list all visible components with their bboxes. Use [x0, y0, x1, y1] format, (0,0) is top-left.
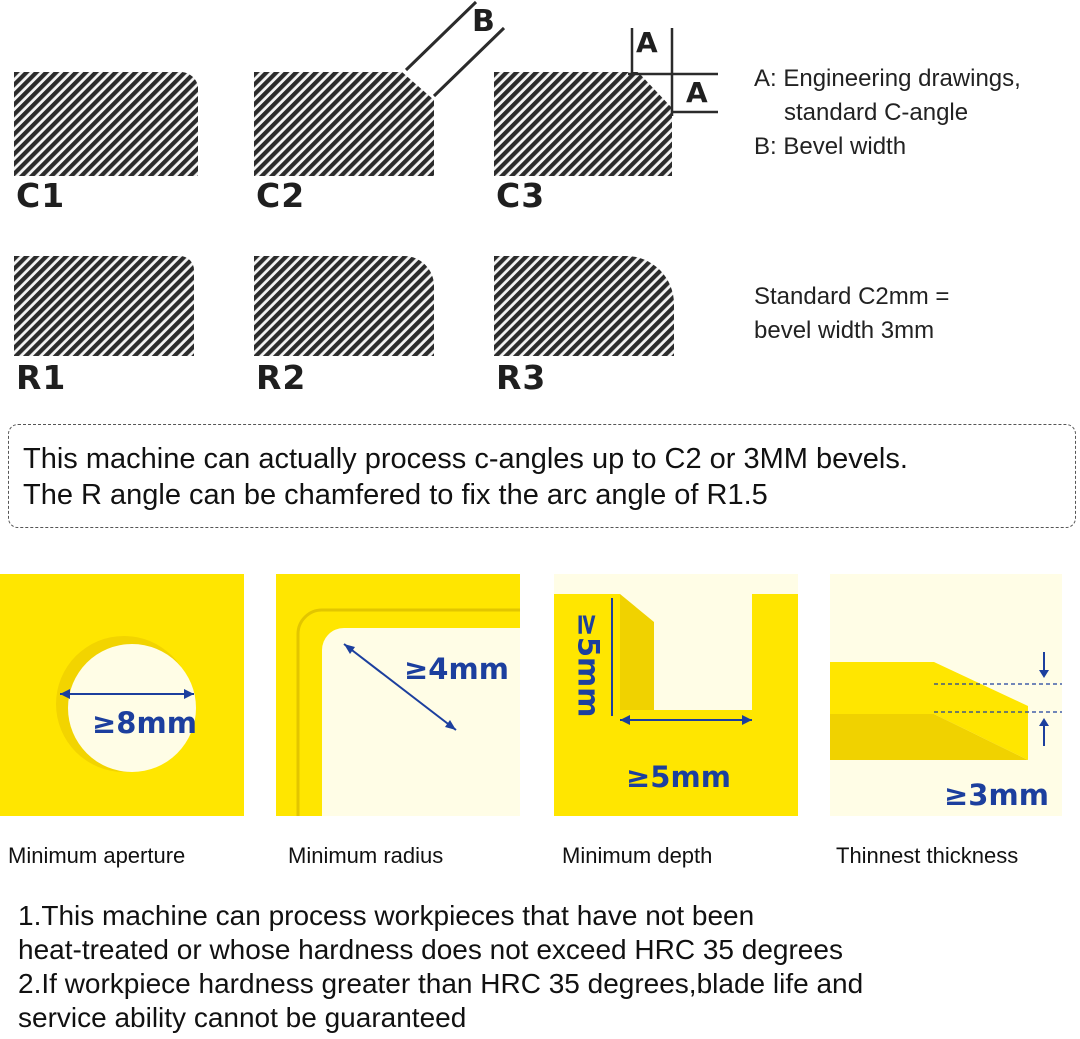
- caption-minimum-radius: Minimum radius: [288, 843, 444, 868]
- thickness-value: ≥3mm: [944, 778, 1049, 812]
- depth-diagram: [554, 574, 798, 816]
- c3-label: C3: [496, 176, 546, 215]
- legend-a-line1: A: Engineering drawings,: [754, 65, 1021, 92]
- caption-minimum-aperture: Minimum aperture: [8, 843, 186, 868]
- note-line-2: The R angle can be chamfered to fix the …: [23, 479, 768, 511]
- c-angle-dimension-marker: [628, 28, 718, 116]
- panel-minimum-radius: ≥4mm: [276, 574, 520, 816]
- depth-horizontal-value: ≥5mm: [626, 760, 731, 794]
- marker-a-top-label: A: [636, 26, 659, 59]
- c1-profile: [14, 72, 198, 176]
- thickness-diagram: [830, 574, 1062, 816]
- c3-profile: [494, 72, 672, 176]
- panel-minimum-aperture: ≥8mm: [0, 574, 244, 816]
- bottom-note-line-3: 2.If workpiece hardness greater than HRC…: [18, 968, 864, 999]
- bottom-note-line-1: 1.This machine can process workpieces th…: [18, 900, 755, 931]
- panel-thinnest-thickness: ≥3mm: [830, 574, 1062, 816]
- r1-label: R1: [16, 358, 67, 397]
- radius-value: ≥4mm: [404, 652, 509, 686]
- r1-profile: [14, 256, 194, 356]
- aperture-diagram: [0, 574, 244, 816]
- r3-profile: [494, 256, 674, 356]
- marker-b-label: B: [472, 4, 496, 39]
- caption-minimum-depth: Minimum depth: [562, 843, 713, 868]
- aperture-value: ≥8mm: [92, 706, 197, 740]
- note-line-1: This machine can actually process c-angl…: [23, 443, 908, 475]
- c2-label: C2: [256, 176, 306, 215]
- r2-label: R2: [256, 358, 307, 397]
- c2-profile: [254, 72, 434, 176]
- r3-label: R3: [496, 358, 547, 397]
- depth-vertical-value: ≥5mm: [571, 612, 606, 718]
- standard-line2: bevel width 3mm: [754, 317, 935, 344]
- radius-diagram: [276, 574, 520, 816]
- standard-line1: Standard C2mm =: [754, 283, 950, 310]
- c1-label: C1: [16, 176, 66, 215]
- r2-profile: [254, 256, 434, 356]
- legend-b: B: Bevel width: [754, 133, 907, 160]
- marker-a-side-label: A: [686, 76, 709, 109]
- capability-note-box: This machine can actually process c-angl…: [8, 424, 1076, 528]
- panel-minimum-depth: ≥5mm ≥5mm: [554, 574, 798, 816]
- bevel-width-marker: [404, 0, 506, 98]
- caption-thinnest-thickness: Thinnest thickness: [836, 843, 1019, 868]
- bottom-note-line-2: heat-treated or whose hardness does not …: [18, 934, 843, 965]
- legend-a-line2: standard C-angle: [784, 99, 969, 126]
- bottom-note-line-4: service ability cannot be guaranteed: [18, 1002, 467, 1033]
